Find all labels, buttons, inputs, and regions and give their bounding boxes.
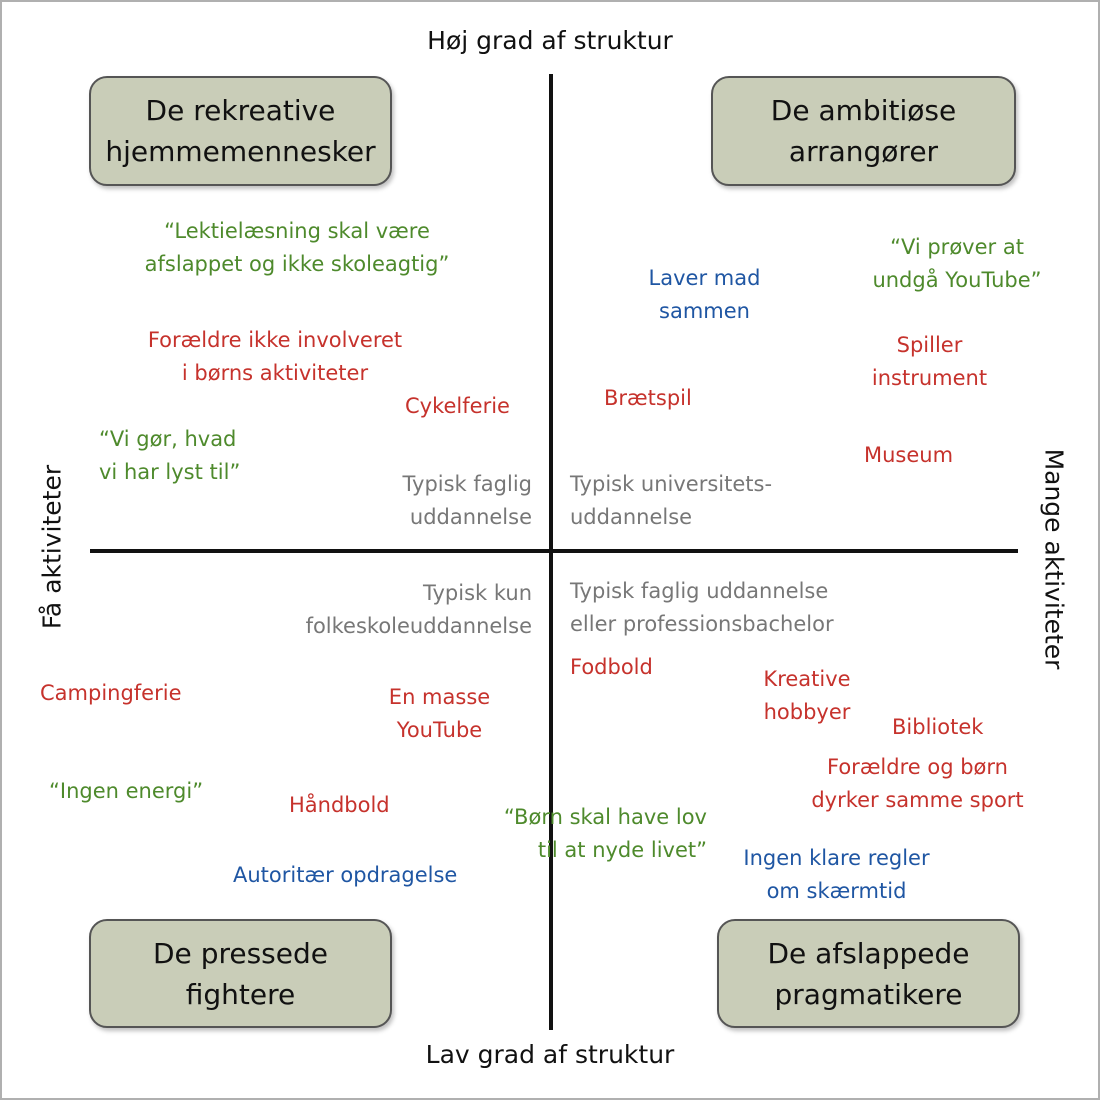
quadrant-title-top-left-text: De rekreative hjemmemennesker [105, 94, 376, 168]
quadrant-title-top-right-text: De ambitiøse arrangører [770, 94, 957, 168]
activity-museum: Museum [864, 443, 954, 467]
quadrant-title-bottom-left: De pressede fightere [89, 919, 392, 1028]
activity-foraeldre-ikke-involveret: Forældre ikke involveret i børns aktivit… [147, 328, 403, 385]
axis-label-left: Få aktiviteter [37, 464, 67, 630]
activity-bibliotek: Bibliotek [892, 715, 984, 739]
education-faglig-top: Typisk faglig uddannelse [402, 472, 532, 529]
parenting-ingen-klare-regler: Ingen klare regler om skærmtid [743, 846, 930, 903]
quote-vi-proever: “Vi prøver at undgå YouTube” [872, 235, 1042, 292]
quote-boern-skal-have-lov: “Børn skal have lov til at nyde livet” [503, 805, 707, 862]
quote-lektielaesning: “Lektielæsning skal være afslappet og ik… [144, 219, 450, 276]
activity-en-masse-youtube: En masse YouTube [388, 685, 491, 742]
axis-label-bottom: Lav grad af struktur [425, 1040, 675, 1069]
quadrant-title-bottom-right-text: De afslappede pragmatikere [767, 936, 970, 1011]
activity-campingferie: Campingferie [40, 681, 182, 705]
parenting-autoritaer: Autoritær opdragelse [233, 863, 458, 887]
education-universitet: Typisk universitets- uddannelse [570, 472, 773, 529]
education-faglig-bottom: Typisk faglig uddannelse eller professio… [570, 579, 834, 636]
activity-haandbold: Håndbold [289, 793, 390, 817]
quadrant-title-top-left: De rekreative hjemmemennesker [89, 76, 392, 186]
quote-vi-goer: “Vi gør, hvad vi har lyst til” [99, 427, 241, 484]
activity-kreative-hobbyer: Kreative hobbyer [763, 667, 851, 724]
activity-braetspil: Brætspil [604, 386, 692, 410]
activity-cykelferie: Cykelferie [405, 394, 510, 418]
quadrant-title-top-right: De ambitiøse arrangører [711, 76, 1016, 186]
horizontal-axis-line [90, 549, 1018, 553]
education-folkeskole: Typisk kun folkeskoleuddannelse [305, 581, 532, 638]
quadrant-title-bottom-left-text: De pressede fightere [153, 936, 328, 1011]
quadrant-title-bottom-right: De afslappede pragmatikere [717, 919, 1020, 1028]
activity-foraeldre-og-boern: Forældre og børn dyrker samme sport [811, 755, 1024, 812]
quote-ingen-energi: “Ingen energi” [49, 779, 204, 803]
axis-label-top: Høj grad af struktur [427, 26, 673, 55]
activity-spiller-instrument: Spiller instrument [871, 333, 988, 390]
parenting-laver-mad: Laver mad sammen [648, 266, 761, 323]
activity-fodbold: Fodbold [570, 655, 653, 679]
axis-label-right: Mange aktiviteter [1039, 448, 1069, 670]
